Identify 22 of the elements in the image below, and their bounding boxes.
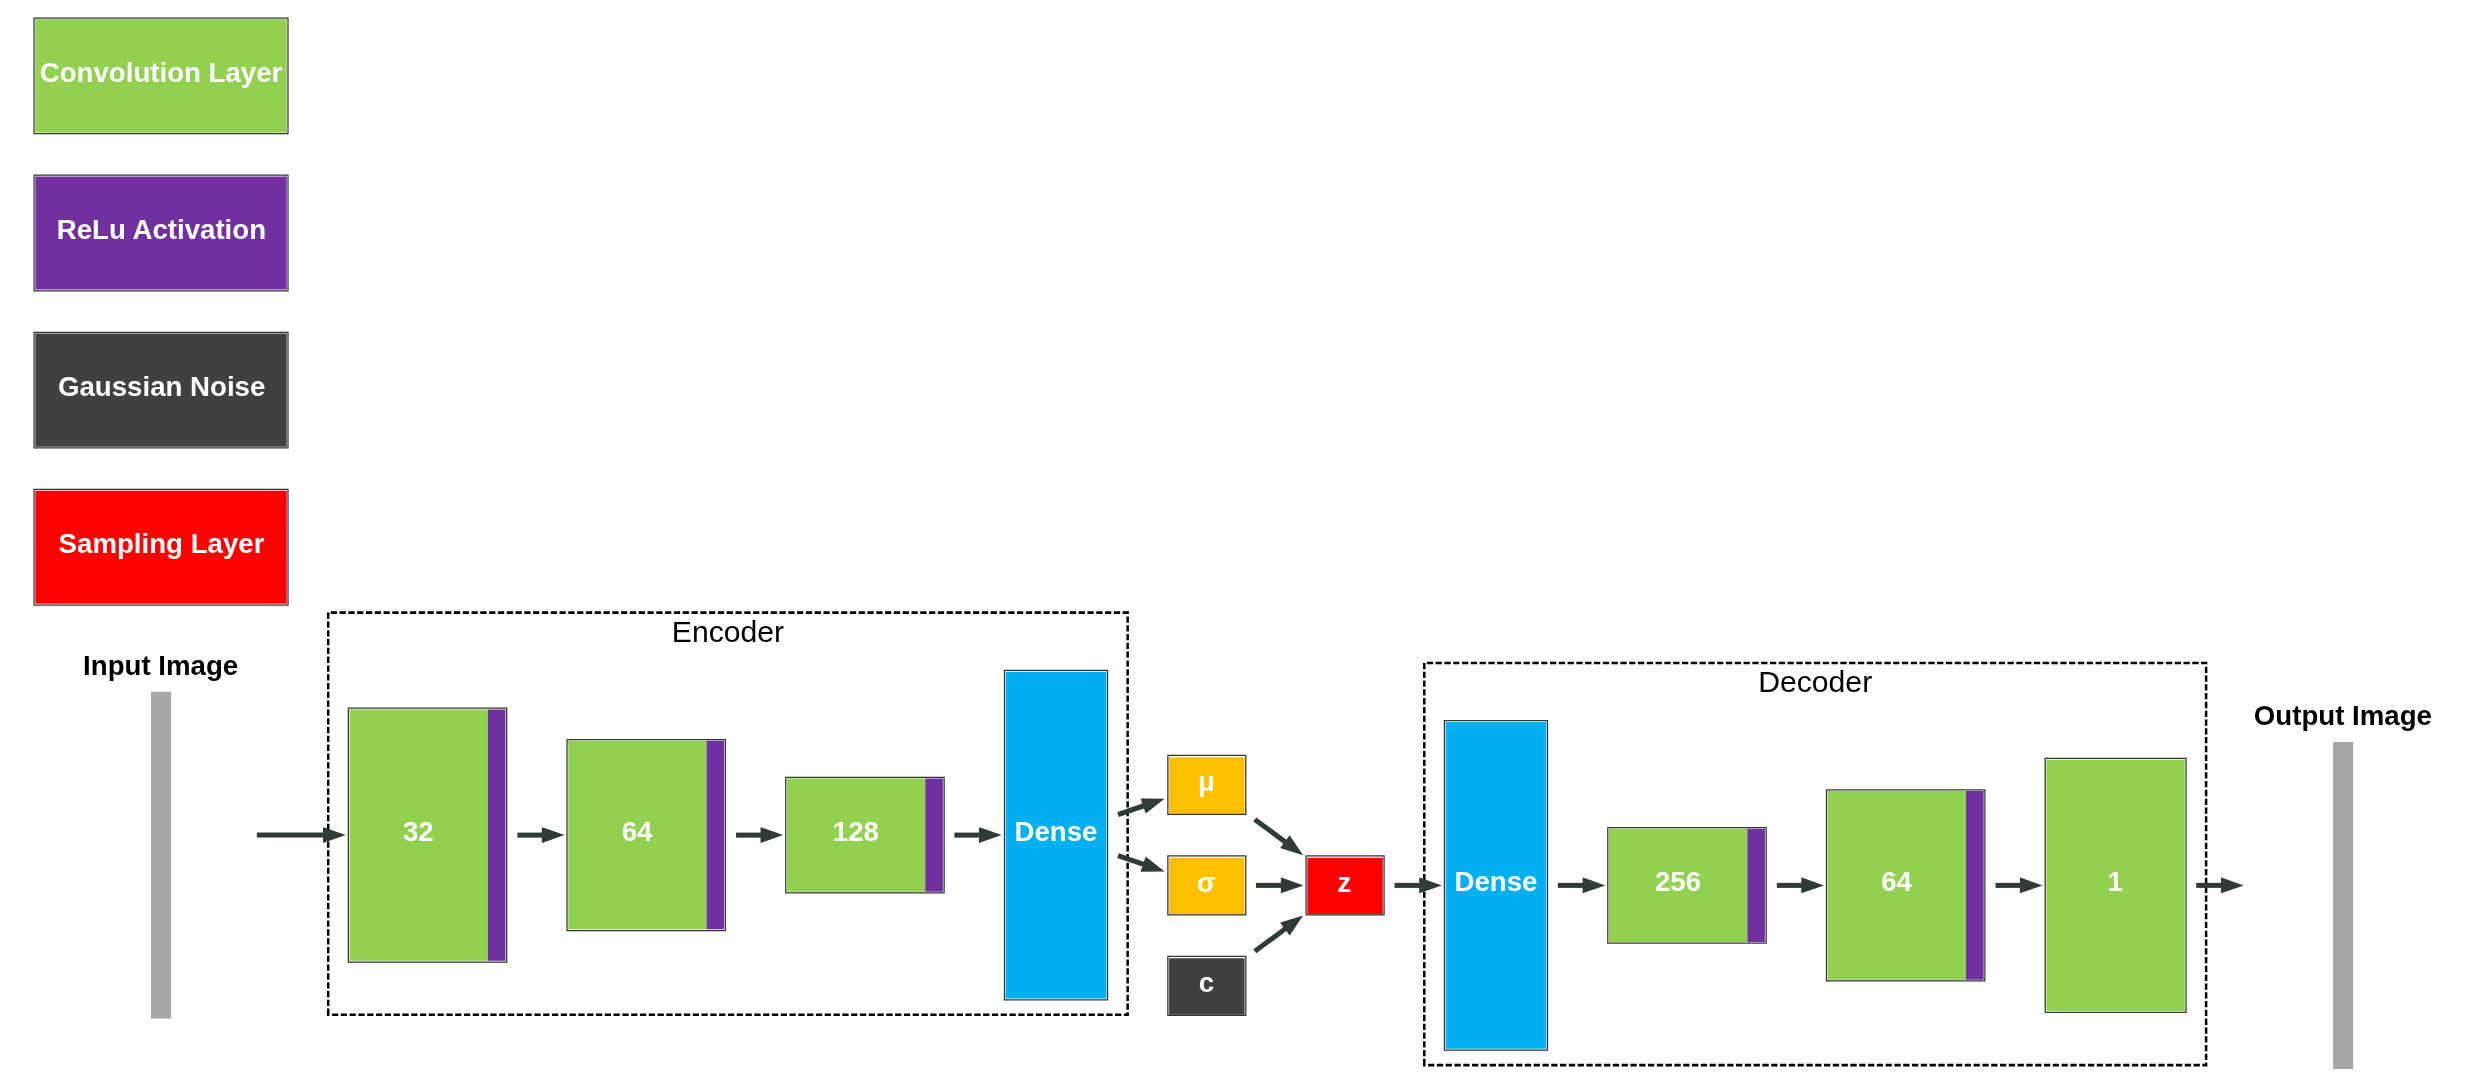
arrow (256, 827, 346, 844)
arrow (1995, 877, 2043, 894)
node-label: Input Image (82, 649, 238, 681)
arrow (516, 827, 564, 844)
legend-label: Convolution Layer (39, 56, 282, 88)
arrow (1116, 853, 1165, 872)
node-label: Output Image (2253, 700, 2432, 732)
arrow (953, 827, 1002, 844)
legend-label: ReLu Activation (56, 213, 266, 245)
arrow (1252, 817, 1303, 856)
arrow (1252, 915, 1303, 954)
node-box (150, 691, 171, 1019)
arrow (1776, 877, 1824, 894)
legend-label: Sampling Layer (58, 528, 264, 560)
arrow (1394, 877, 1442, 894)
node-box (2332, 742, 2353, 1069)
arrow (2195, 877, 2244, 894)
arrow (1557, 877, 1605, 894)
arrow (1116, 798, 1165, 817)
legend-label: Gaussian Noise (57, 370, 265, 402)
arrow (1255, 877, 1304, 894)
arrow (735, 827, 783, 844)
